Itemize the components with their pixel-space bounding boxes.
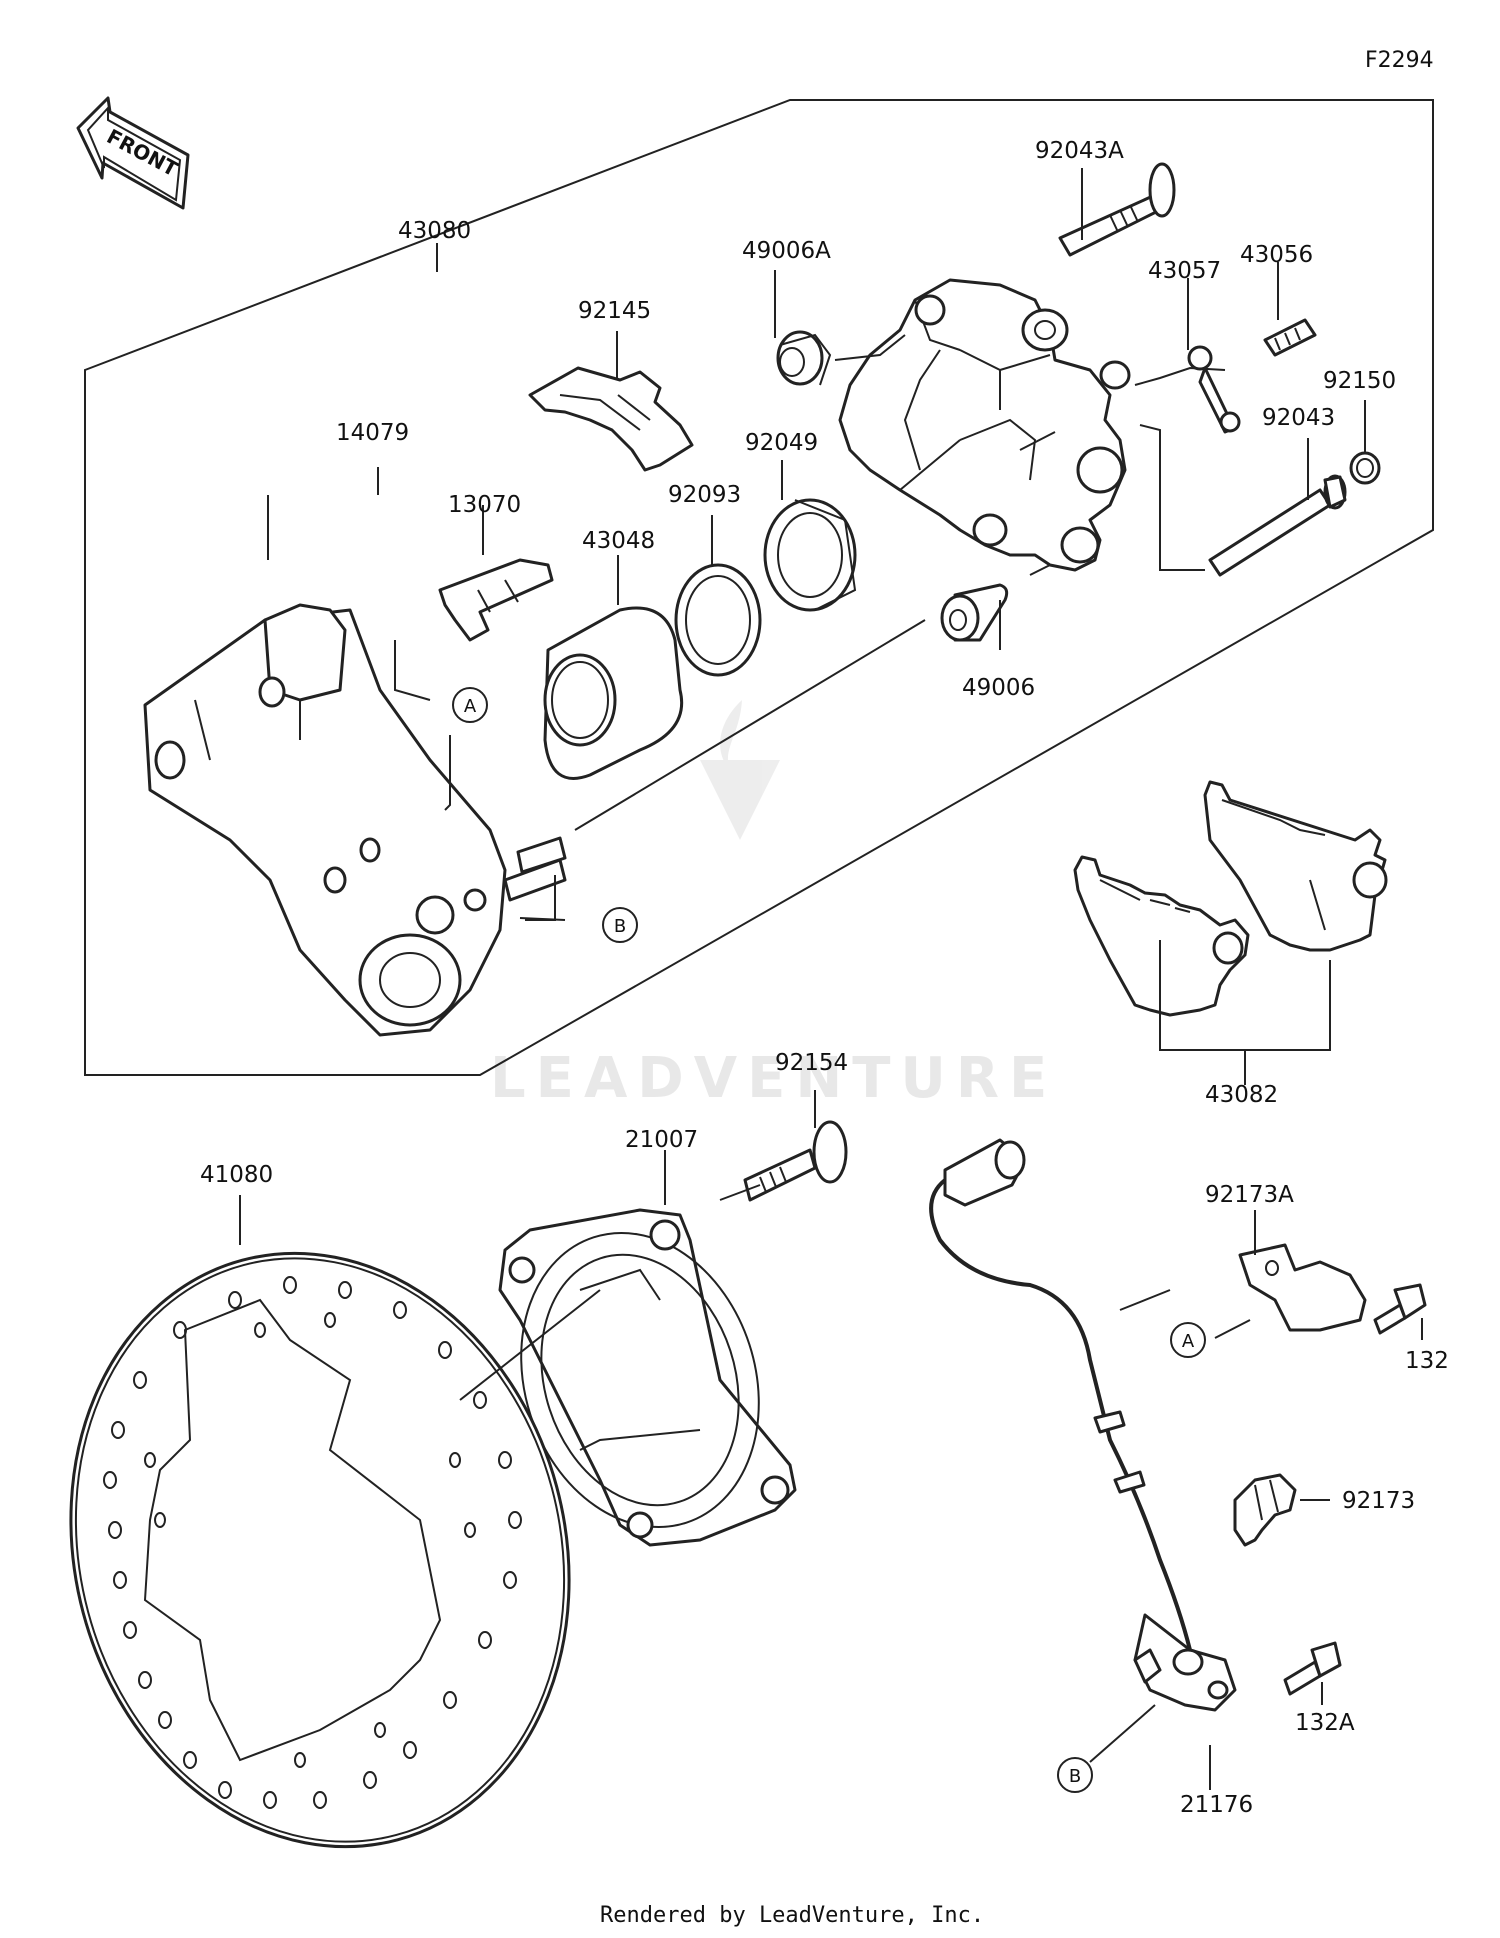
bracket-slide-pin xyxy=(516,836,567,874)
label-43048: 43048 xyxy=(582,528,655,554)
bleeder-cap-43057 xyxy=(1187,345,1241,434)
label-92043A: 92043A xyxy=(1035,138,1124,164)
callout-a-bottom: A xyxy=(1170,1322,1206,1358)
leader-lines xyxy=(239,168,1423,1790)
slide-pin-92043 xyxy=(1208,474,1347,577)
label-92173A: 92173A xyxy=(1205,1182,1294,1208)
label-92154: 92154 xyxy=(775,1050,848,1076)
watermark: LEADVENTURE xyxy=(490,700,1057,1111)
wheel-speed-sensor-21176 xyxy=(929,1138,1237,1712)
label-92173: 92173 xyxy=(1342,1488,1415,1514)
caliper-kit-boundary xyxy=(84,99,1434,1076)
label-92043: 92043 xyxy=(1262,405,1335,431)
footer-credit: Rendered by LeadVenture, Inc. xyxy=(600,1903,984,1928)
callout-a-top-text: A xyxy=(464,696,477,717)
cap-92150 xyxy=(1349,451,1381,485)
label-13070: 13070 xyxy=(448,492,521,518)
bracket-92173A xyxy=(1238,1243,1367,1332)
callout-b-bottom: B xyxy=(1057,1757,1093,1793)
caliper-bracket xyxy=(143,603,567,1037)
label-43057: 43057 xyxy=(1148,258,1221,284)
figure-code: F2294 xyxy=(1365,48,1434,73)
disc-holes xyxy=(103,1276,522,1809)
callout-b-top-text: B xyxy=(614,916,626,937)
pad-spring-13070 xyxy=(438,558,554,642)
watermark-text: LEADVENTURE xyxy=(490,1046,1057,1111)
label-14079: 14079 xyxy=(336,420,409,446)
clamp-92173 xyxy=(1233,1473,1297,1547)
bolt-132 xyxy=(1373,1283,1427,1335)
callout-b-top: B xyxy=(602,907,638,943)
label-21007: 21007 xyxy=(625,1127,698,1153)
brake-disc-41080 xyxy=(69,1251,571,1849)
label-92049: 92049 xyxy=(745,430,818,456)
label-132A: 132A xyxy=(1295,1710,1355,1736)
label-49006A: 49006A xyxy=(742,238,831,264)
slide-pin-92043A xyxy=(1058,162,1176,257)
caliper-body xyxy=(838,278,1131,572)
label-43056: 43056 xyxy=(1240,242,1313,268)
part-labels: 43080 92145 49006A 92043A 43057 43056 92… xyxy=(200,138,1449,1818)
bolt-92154 xyxy=(743,1120,848,1202)
dust-seal-92093 xyxy=(674,563,762,677)
boot-49006 xyxy=(940,583,1009,642)
callout-a-bottom-text: A xyxy=(1182,1331,1195,1352)
label-43082: 43082 xyxy=(1205,1082,1278,1108)
front-arrow-icon: FRONT xyxy=(76,96,190,210)
label-92145: 92145 xyxy=(578,298,651,324)
bleeder-valve-43056 xyxy=(1263,318,1317,357)
label-92150: 92150 xyxy=(1323,368,1396,394)
label-41080: 41080 xyxy=(200,1162,273,1188)
piston-43048 xyxy=(543,606,684,780)
brake-pads-43082 xyxy=(1073,780,1388,1017)
label-49006: 49006 xyxy=(962,675,1035,701)
label-43080: 43080 xyxy=(398,218,471,244)
label-132: 132 xyxy=(1405,1348,1449,1374)
label-21176: 21176 xyxy=(1180,1792,1253,1818)
piston-seal-92049 xyxy=(763,498,857,612)
callout-a-top: A xyxy=(452,687,488,723)
bolt-132A xyxy=(1283,1641,1342,1696)
sensor-rotor-21007 xyxy=(498,1208,797,1547)
label-92093: 92093 xyxy=(668,482,741,508)
anti-rattle-spring-92145 xyxy=(528,366,694,472)
callout-b-bottom-text: B xyxy=(1069,1766,1081,1787)
boot-49006A xyxy=(776,330,832,386)
